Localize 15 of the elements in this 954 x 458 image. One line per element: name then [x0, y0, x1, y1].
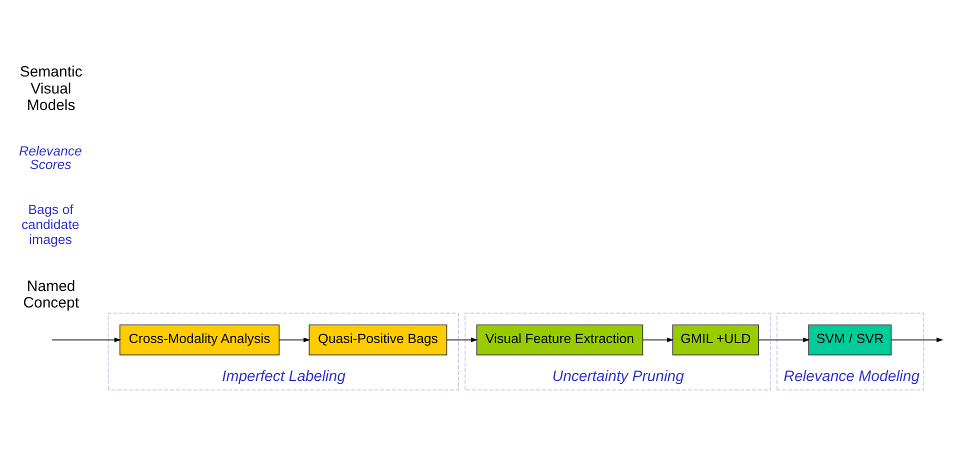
arrow — [890, 338, 943, 342]
node-box: SVM / SVR — [808, 324, 892, 356]
arrow — [758, 338, 810, 342]
label: Bags of candidate images — [21, 202, 79, 247]
arrow — [278, 338, 310, 342]
arrow — [51, 338, 121, 342]
arrow — [642, 338, 674, 342]
node-box: Quasi-Positive Bags — [308, 324, 447, 356]
label: Named Concept — [22, 278, 79, 312]
label: Relevance Scores — [18, 143, 82, 172]
node-box: GMIL +ULD — [672, 324, 759, 356]
node-box: Cross-Modality Analysis — [118, 324, 280, 356]
label: Semantic Visual Models — [19, 64, 82, 114]
arrow — [446, 338, 478, 342]
node-box: Visual Feature Extraction — [476, 324, 643, 356]
